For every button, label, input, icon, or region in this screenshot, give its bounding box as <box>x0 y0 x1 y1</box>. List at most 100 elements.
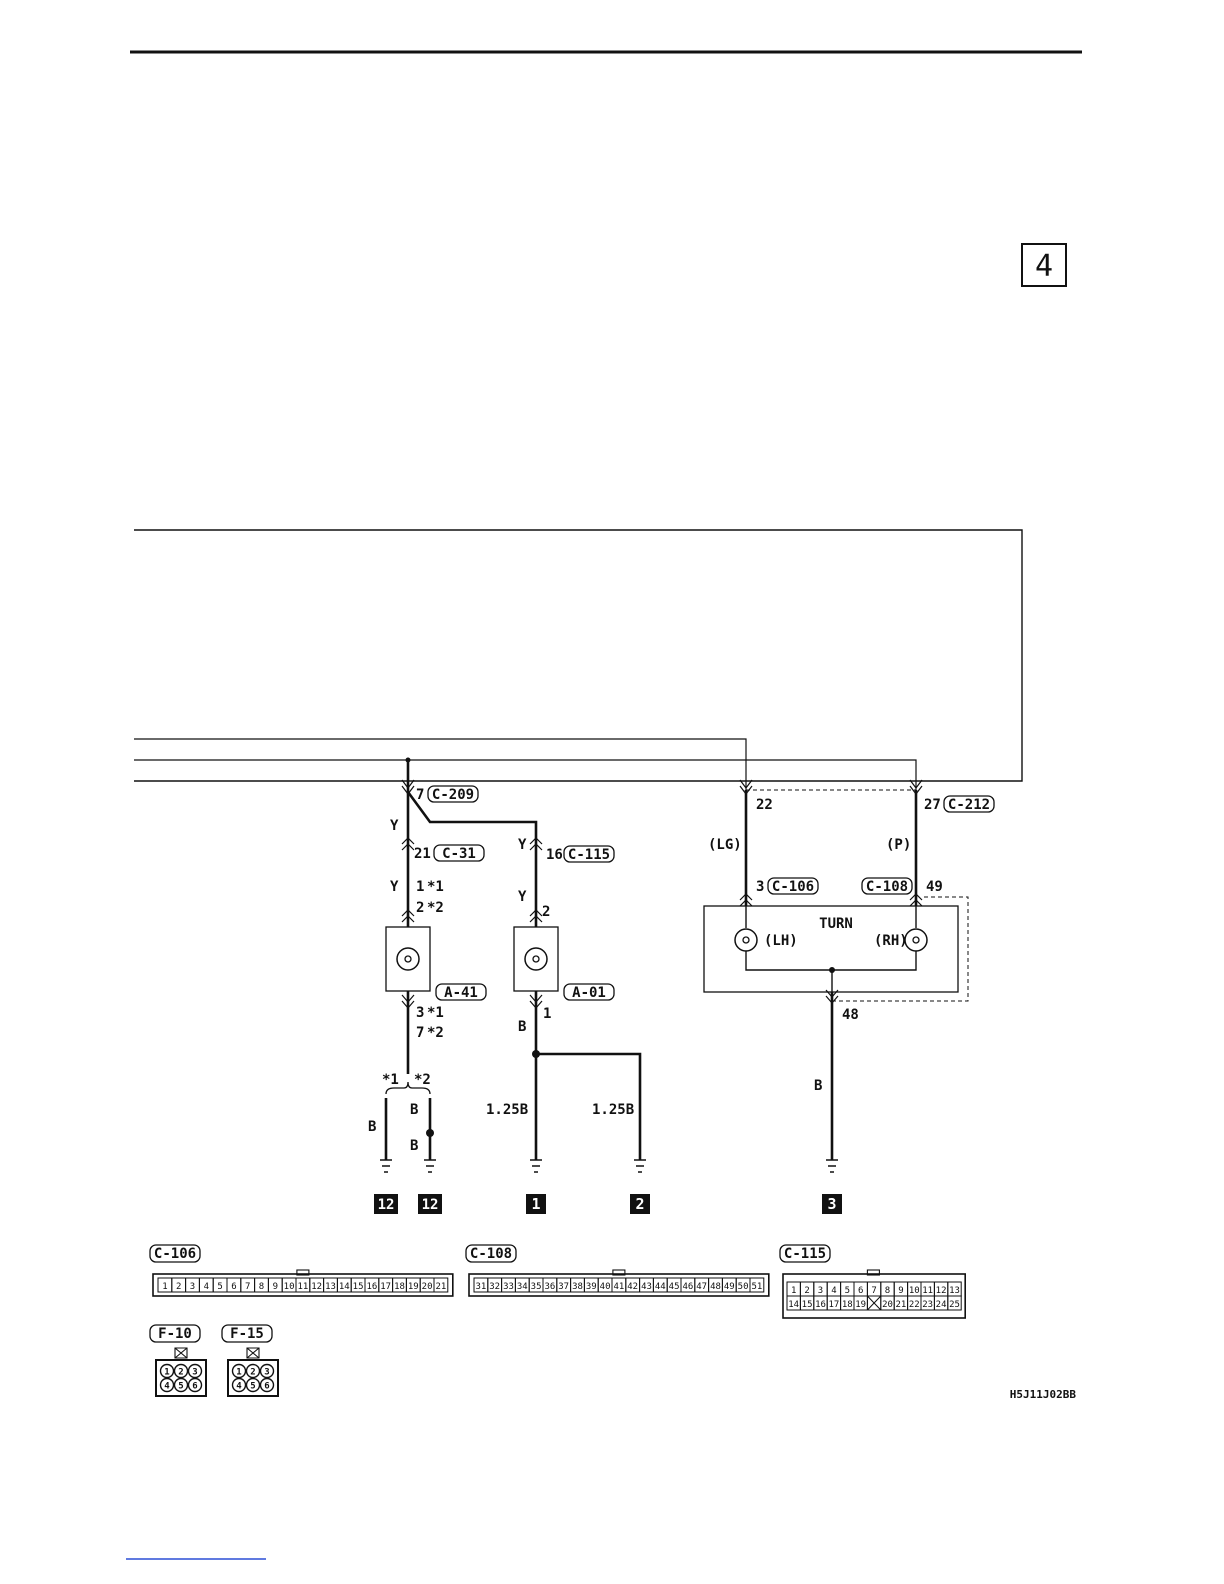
pin-number: 22 <box>909 1300 920 1310</box>
pin-label: 21 <box>414 846 431 862</box>
pin-number: 41 <box>613 1282 624 1292</box>
svg-text:12: 12 <box>422 1197 439 1213</box>
wire-color-label: Y <box>390 879 399 895</box>
pin-socket <box>245 1363 261 1379</box>
svg-text:F-10: F-10 <box>158 1326 192 1342</box>
pin-number: 46 <box>682 1282 693 1292</box>
connector-name: C-106 <box>772 879 814 895</box>
page-marker: 4 <box>1021 243 1067 287</box>
legend-c115-tag: C-115 <box>779 1244 831 1263</box>
pin-number: 3 <box>192 1368 197 1378</box>
pin-number: 42 <box>627 1282 638 1292</box>
pin-label: 2 <box>416 900 424 916</box>
svg-text:1: 1 <box>531 1195 540 1213</box>
wire-color-label: 1.25B <box>486 1102 528 1118</box>
pin-number: 18 <box>394 1282 405 1292</box>
pin-number: 2 <box>176 1282 181 1292</box>
wire-color-label: (LG) <box>708 837 742 853</box>
connector-latch <box>612 1269 626 1276</box>
pin-label: 27 <box>924 797 941 813</box>
svg-text:C-106: C-106 <box>154 1246 196 1262</box>
wire-color-label: Y <box>390 818 399 834</box>
pin-number: 14 <box>339 1282 350 1292</box>
pin-number: 49 <box>724 1282 735 1292</box>
blank-pin-cross <box>867 1295 882 1311</box>
pin-number: 4 <box>236 1382 242 1392</box>
connector-tag <box>767 877 819 895</box>
pin-number: 3 <box>818 1286 823 1296</box>
pin-number: 1 <box>236 1368 241 1378</box>
pin-number: 17 <box>828 1300 839 1310</box>
connector-name: C-31 <box>442 846 476 862</box>
svg-text:2: 2 <box>635 1195 644 1213</box>
pin-socket <box>159 1363 175 1379</box>
pin-number: 19 <box>855 1300 866 1310</box>
pin-number: 10 <box>284 1282 295 1292</box>
connector-latch <box>296 1269 310 1276</box>
connector-name: C-212 <box>948 797 990 813</box>
pin-number: 24 <box>936 1300 947 1310</box>
pin-number: 37 <box>558 1282 569 1292</box>
connector-name: C-108 <box>866 879 908 895</box>
pin-number: 6 <box>192 1382 197 1392</box>
outer-harness <box>134 529 1023 782</box>
pin-number: 43 <box>641 1282 652 1292</box>
pin-number: 20 <box>422 1282 433 1292</box>
connector-latch <box>246 1347 260 1359</box>
pin-label: 49 <box>926 879 943 895</box>
ground-ref-12a: 12 <box>374 1194 398 1214</box>
option-mark: *2 <box>414 1072 431 1088</box>
pin-number: 16 <box>815 1300 826 1310</box>
pin-number: 5 <box>217 1282 222 1292</box>
pin-socket <box>231 1377 247 1393</box>
pin-socket <box>173 1363 189 1379</box>
ground-ref-12b: 12 <box>418 1194 442 1214</box>
pin-number: 51 <box>751 1282 762 1292</box>
image-code: H5J11J02BB <box>1010 1388 1077 1401</box>
option-mark: *1 <box>427 1005 444 1021</box>
connector-tag <box>433 844 485 862</box>
pin-number: 1 <box>162 1282 167 1292</box>
wire-color-label: B <box>368 1119 376 1135</box>
pin-label: 3 <box>416 1005 424 1021</box>
pin-socket <box>159 1377 175 1393</box>
connector-name: C-209 <box>432 787 474 803</box>
pin-number: 20 <box>882 1300 893 1310</box>
connector-tag <box>435 983 487 1001</box>
svg-text:C-108: C-108 <box>470 1246 512 1262</box>
wire-color-label: 1.25B <box>592 1102 634 1118</box>
option-mark: *1 <box>382 1072 399 1088</box>
harness-line-lower <box>134 759 917 790</box>
pin-label: 7 <box>416 1025 424 1041</box>
pin-number: 6 <box>858 1286 863 1296</box>
pin-number: 25 <box>949 1300 960 1310</box>
pin-number: 2 <box>250 1368 255 1378</box>
pin-number: 15 <box>353 1282 364 1292</box>
svg-text:C-115: C-115 <box>784 1246 826 1262</box>
bulb-icon <box>524 947 548 971</box>
pin-cell <box>947 1295 962 1311</box>
pin-number: 6 <box>264 1382 269 1392</box>
pin-socket <box>245 1377 261 1393</box>
pin-number: 7 <box>245 1282 250 1292</box>
turn-rh-label: (RH) <box>874 933 908 949</box>
pin-number: 2 <box>804 1286 809 1296</box>
pin-label: 1 <box>543 1006 551 1022</box>
pin-number: 45 <box>669 1282 680 1292</box>
pin-number: 48 <box>710 1282 721 1292</box>
pin-number: 11 <box>297 1282 308 1292</box>
harness-line-upper <box>134 738 747 790</box>
pin-cell <box>433 1277 449 1293</box>
right-branch: 22 27 C-212 (LG) (P) 3 C-106 C-108 49 TU… <box>703 789 995 1160</box>
pin-number: 16 <box>366 1282 377 1292</box>
pin-number: 35 <box>531 1282 542 1292</box>
pin-cell <box>749 1277 765 1293</box>
pin-number: 38 <box>572 1282 583 1292</box>
wire-color-label: Y <box>518 889 527 905</box>
pin-label: 1 <box>416 879 424 895</box>
bulb-icon <box>396 947 420 971</box>
pin-number: 50 <box>738 1282 749 1292</box>
legend-f10-tag: F-10 <box>149 1324 201 1343</box>
connector-name: C-115 <box>568 847 610 863</box>
